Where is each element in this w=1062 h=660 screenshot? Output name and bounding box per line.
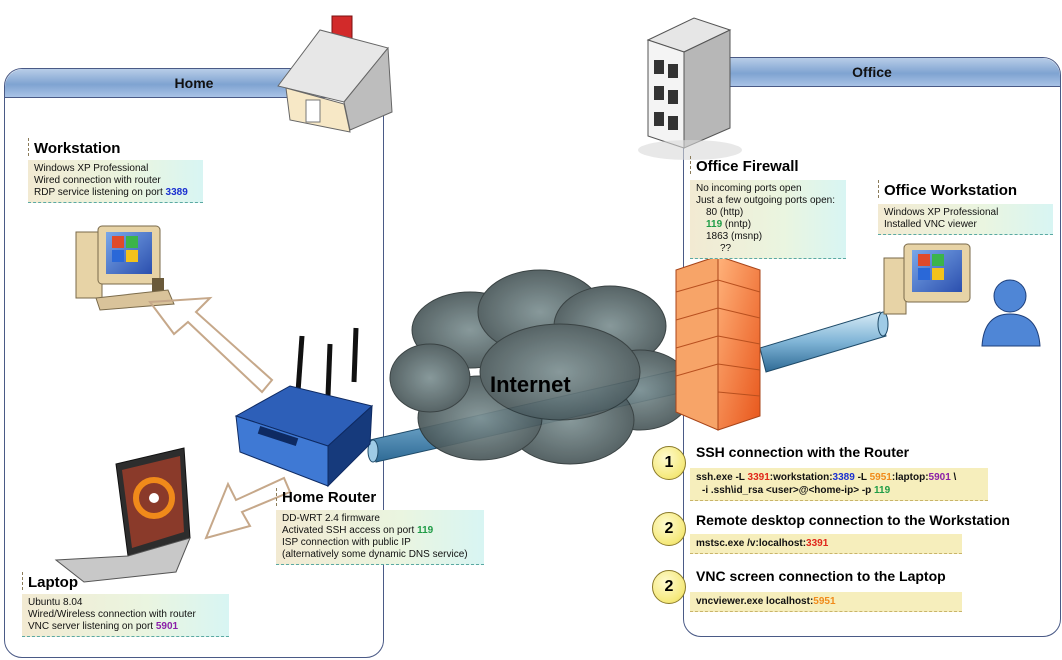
- router-title-tick: [276, 488, 277, 506]
- ssh-command-line1: ssh.exe -L 3391:workstation:3389 -L 5951…: [696, 472, 957, 483]
- router-title: Home Router: [282, 489, 377, 506]
- router-isp: ISP connection with public IP: [282, 537, 411, 548]
- laptop-icon: [54, 447, 191, 583]
- laptop-connection: Wired/Wireless connection with router: [28, 609, 196, 620]
- router-dns: (alternatively some dynamic DNS service): [282, 549, 468, 560]
- office-workstation-computer-icon: [883, 243, 971, 315]
- laptop-title-tick: [22, 572, 23, 590]
- house-icon: [277, 15, 393, 133]
- laptop-title: Laptop: [28, 574, 78, 591]
- office-header: Office: [684, 58, 1060, 87]
- router-ssh-line: Activated SSH access on port 119: [282, 525, 434, 536]
- office-workstation-os: Windows XP Professional: [884, 207, 999, 218]
- home-workstation-computer-icon: [75, 225, 175, 311]
- laptop-vnc-line: VNC server listening on port 5901: [28, 621, 179, 632]
- home-router-icon: [234, 327, 374, 488]
- firewall-details: No incoming ports open Just a few outgoi…: [690, 180, 846, 259]
- arrow-to-laptop: [204, 476, 292, 540]
- ssh-port: 119: [417, 525, 434, 536]
- pipe-firewall-to-office: [759, 311, 887, 373]
- router-firmware: DD-WRT 2.4 firmware: [282, 513, 380, 524]
- office-building-icon: [638, 17, 742, 160]
- workstation-connection: Wired connection with router: [34, 175, 161, 186]
- internet-label: Internet: [490, 372, 571, 397]
- workstation-title: Workstation: [34, 140, 121, 157]
- rdp-port: 3389: [165, 187, 188, 198]
- rdp-command: mstsc.exe /v:localhost:3391: [690, 534, 962, 554]
- ssh-command: ssh.exe -L 3391:workstation:3389 -L 5951…: [690, 468, 988, 501]
- user-icon: [981, 279, 1041, 347]
- internet-cloud-icon: [389, 269, 693, 465]
- step-badge-vnc: 2: [652, 570, 686, 604]
- office-workstation-details: Windows XP Professional Installed VNC vi…: [878, 204, 1053, 235]
- step-badge-ssh: 1: [652, 446, 686, 480]
- firewall-icon: [675, 255, 761, 431]
- workstation-rdp-line: RDP service listening on port 3389: [34, 187, 188, 198]
- step-badge-rdp: 2: [652, 512, 686, 546]
- workstation-os: Windows XP Professional: [34, 163, 149, 174]
- laptop-os: Ubuntu 8.04: [28, 597, 83, 608]
- workstation-title-tick: [28, 138, 29, 156]
- ssh-command-line2: -i .ssh\id_rsa <user>@<home-ip> -p 119: [702, 485, 891, 496]
- firewall-port-http: 80 (http): [706, 207, 744, 218]
- firewall-port-msnp: 1863 (msnp): [706, 231, 763, 242]
- office-workstation-vnc: Installed VNC viewer: [884, 219, 977, 230]
- router-details: DD-WRT 2.4 firmware Activated SSH access…: [276, 510, 484, 565]
- firewall-title: Office Firewall: [696, 158, 799, 175]
- firewall-incoming: No incoming ports open: [696, 183, 802, 194]
- vnc-connection-title: VNC screen connection to the Laptop: [696, 568, 946, 584]
- firewall-port-nntp: 119 (nntp): [706, 219, 752, 230]
- workstation-details: Windows XP Professional Wired connection…: [28, 160, 203, 203]
- vnc-command: vncviewer.exe localhost:5951: [690, 592, 962, 612]
- firewall-port-unknown: ??: [720, 243, 732, 254]
- office-workstation-title-tick: [878, 180, 879, 198]
- arrow-to-workstation: [148, 296, 274, 394]
- vnc-port: 5901: [155, 621, 179, 632]
- rdp-connection-title: Remote desktop connection to the Worksta…: [696, 512, 1010, 528]
- firewall-title-tick: [690, 156, 691, 174]
- ssh-connection-title: SSH connection with the Router: [696, 444, 910, 460]
- office-workstation-title: Office Workstation: [884, 182, 1018, 199]
- laptop-details: Ubuntu 8.04 Wired/Wireless connection wi…: [22, 594, 229, 637]
- firewall-outgoing: Just a few outgoing ports open:: [696, 195, 835, 206]
